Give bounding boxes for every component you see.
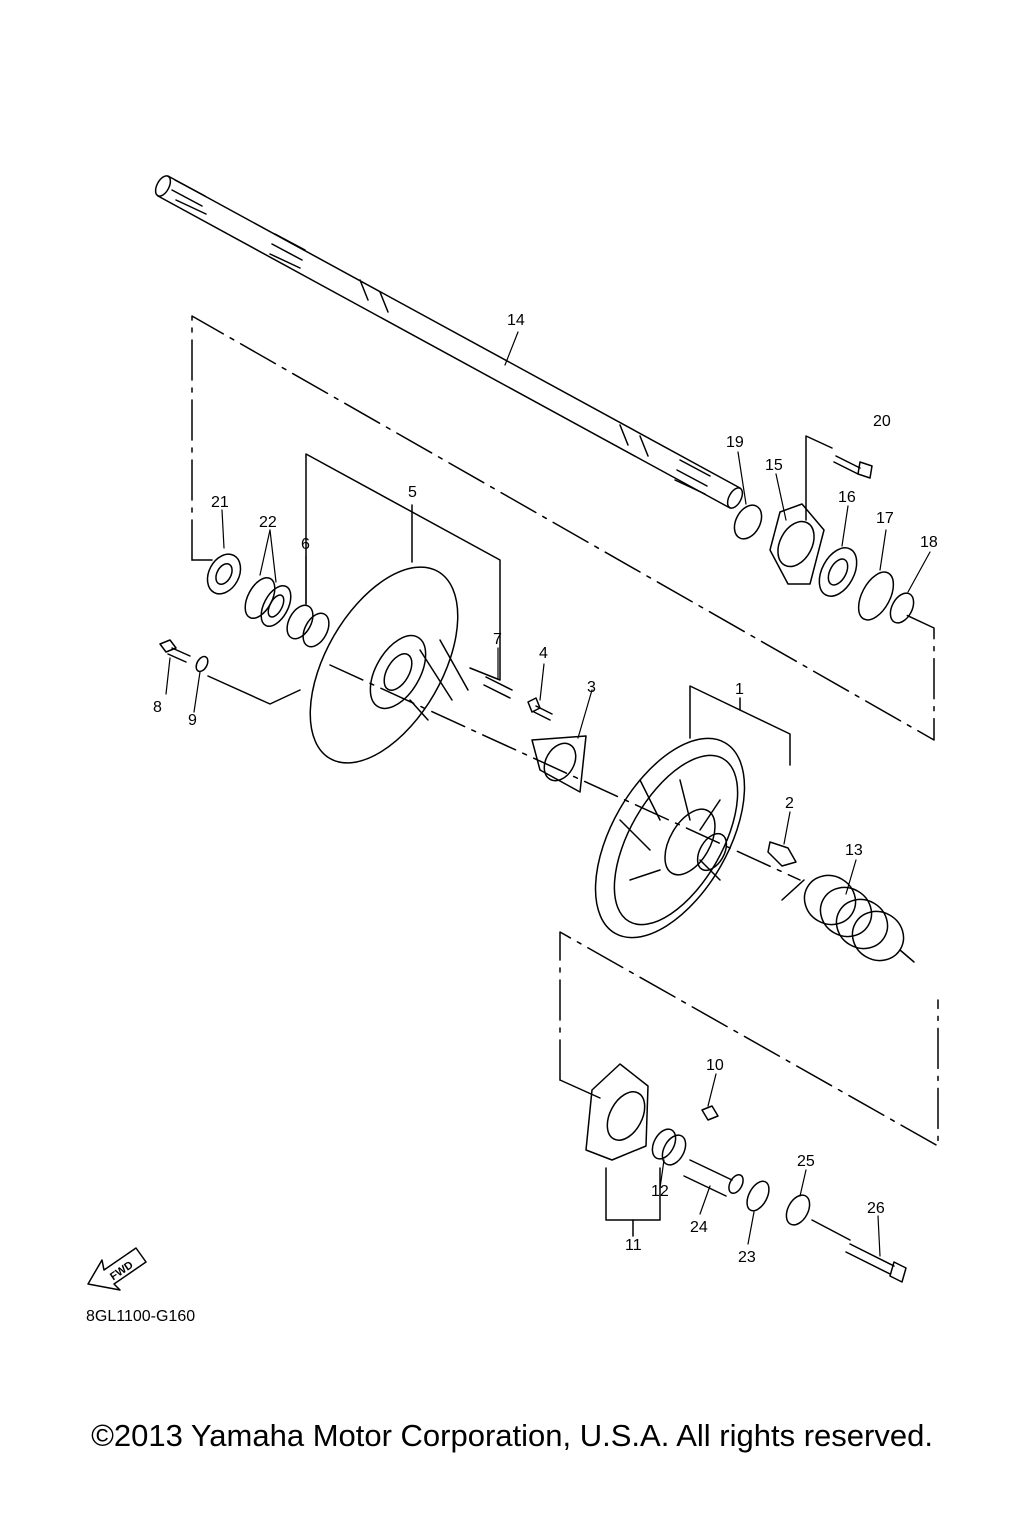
circlip-part xyxy=(857,571,895,621)
bolt-part xyxy=(845,1243,907,1283)
circlip-part xyxy=(889,592,915,624)
gasket-part xyxy=(531,735,587,793)
callout-7: 7 xyxy=(493,631,502,648)
callout-18: 18 xyxy=(920,534,938,551)
fwd-arrow-icon xyxy=(87,1247,147,1291)
drawing-code: 8GL1100-G160 xyxy=(86,1308,196,1325)
washer-part xyxy=(733,504,763,540)
spring-part xyxy=(781,874,915,963)
callout-4: 4 xyxy=(539,645,548,662)
callout-12: 12 xyxy=(651,1183,669,1200)
bolt-part xyxy=(527,697,553,721)
callout-11: 11 xyxy=(625,1237,642,1254)
bushing-part xyxy=(651,1128,687,1166)
washer-part xyxy=(206,553,242,595)
sliding-sheave-part xyxy=(594,737,746,939)
washer-part xyxy=(746,1180,770,1212)
nut-part xyxy=(701,1105,719,1121)
slider-part xyxy=(767,841,797,867)
callout-5: 5 xyxy=(408,484,417,501)
callout-17: 17 xyxy=(876,510,894,527)
bolt-part xyxy=(833,455,873,479)
callout-10: 10 xyxy=(706,1057,724,1074)
copyright-notice: ©2013 Yamaha Motor Corporation, U.S.A. A… xyxy=(91,1418,933,1453)
callout-1: 1 xyxy=(735,681,744,698)
bearing-part xyxy=(818,547,858,597)
bearing-housing-part xyxy=(769,503,825,585)
callout-16: 16 xyxy=(838,489,856,506)
callout-25: 25 xyxy=(797,1153,815,1170)
bracket-part xyxy=(585,1063,649,1161)
callout-26: 26 xyxy=(867,1200,885,1217)
shaft-part xyxy=(154,175,744,509)
callout-3: 3 xyxy=(587,679,596,696)
callout-13: 13 xyxy=(845,842,863,859)
callout-8: 8 xyxy=(153,699,162,716)
callout-23: 23 xyxy=(738,1249,756,1266)
callout-15: 15 xyxy=(765,457,783,474)
callout-24: 24 xyxy=(690,1219,708,1236)
bolt-part xyxy=(159,639,191,663)
collar-part xyxy=(683,1159,744,1197)
washer-part xyxy=(785,1194,811,1226)
bushing-part xyxy=(244,577,292,627)
callout-9: 9 xyxy=(188,712,197,729)
leader-lines xyxy=(165,331,931,1257)
fixed-sheave-part xyxy=(309,566,469,764)
callout-2: 2 xyxy=(785,795,794,812)
callout-21: 21 xyxy=(211,494,229,511)
callout-6: 6 xyxy=(301,536,310,553)
center-axis-line xyxy=(329,664,801,881)
callout-14: 14 xyxy=(507,312,525,329)
callout-19: 19 xyxy=(726,434,744,451)
callout-22: 22 xyxy=(259,514,277,531)
callout-20: 20 xyxy=(873,413,891,430)
collar-part xyxy=(286,604,330,648)
pin-part xyxy=(483,676,513,699)
bracket-lines xyxy=(191,315,939,1241)
small-washer-part xyxy=(195,655,209,673)
